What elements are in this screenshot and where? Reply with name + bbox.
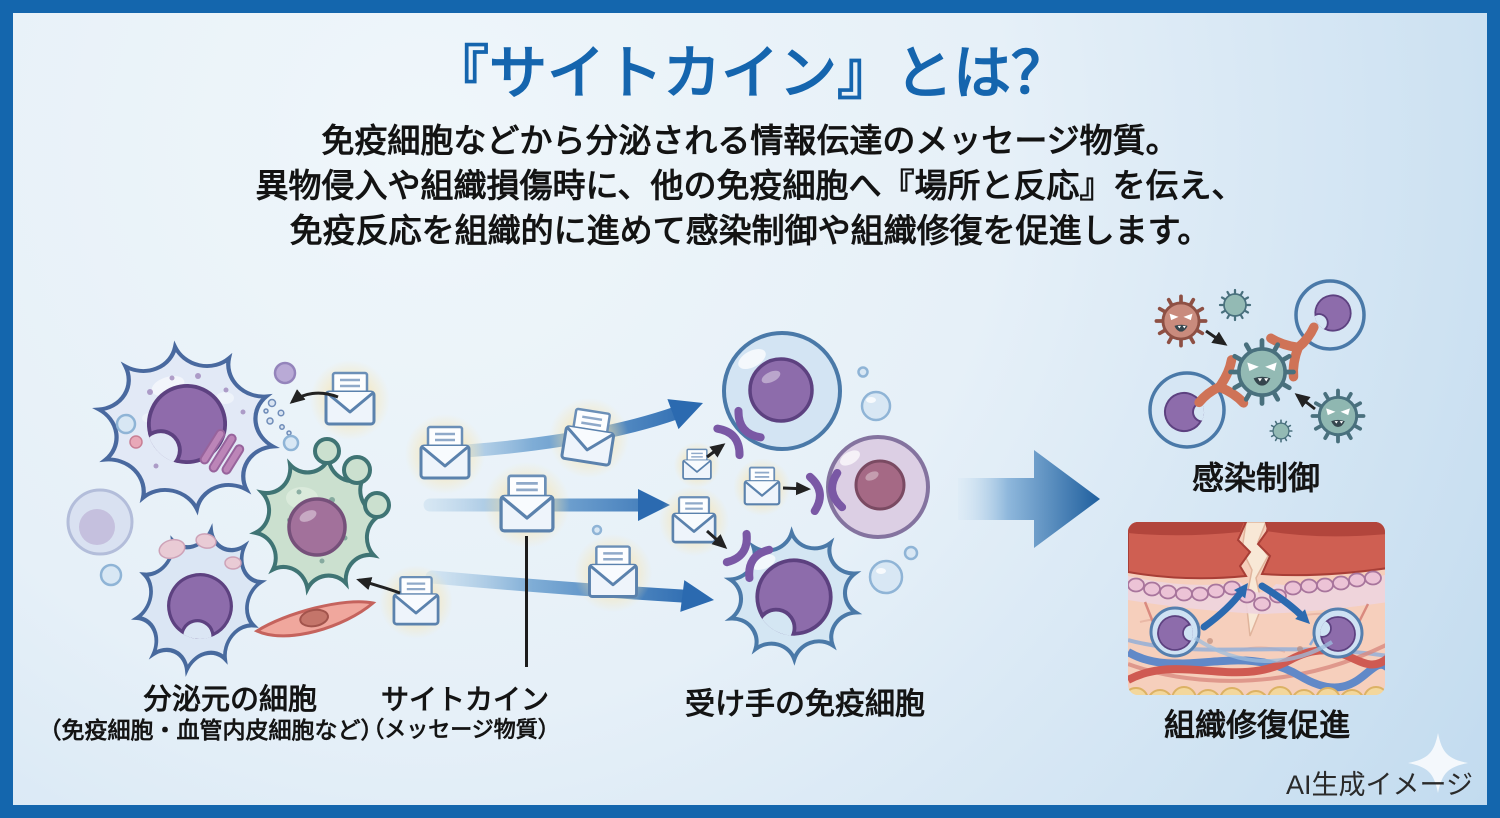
label-tissue-repair: 組織修復促進: [1164, 708, 1350, 743]
envelope-icon: [403, 412, 487, 496]
envelope-icon: [482, 460, 572, 550]
page-title: 『サイトカイン』とは？: [430, 41, 1069, 106]
receiver-cell-middle: [826, 435, 930, 539]
label-cytokine-sub: （メッセージ物質）: [362, 717, 560, 742]
ai-credit: AI生成イメージ: [1286, 770, 1473, 800]
sparkle-icon: [1408, 733, 1468, 793]
label-source-cells-sub: （免疫細胞・血管内皮細胞など）: [38, 717, 384, 743]
virus-icon-small: [1218, 288, 1252, 322]
receiver-cell-bottom: [710, 517, 875, 675]
label-source-cells: 分泌元の細胞: [142, 684, 318, 716]
monocyte-cell: [116, 513, 283, 688]
vesicle-bubble: [273, 361, 297, 385]
virus-icon-red: [1154, 294, 1208, 348]
infection-control-illustration: [1148, 279, 1366, 449]
virus-icon: [1310, 388, 1366, 444]
description-line: 免疫反応を組織的に進めて感染制御や組織修復を促進します。: [289, 212, 1211, 249]
envelope-icon: [572, 532, 654, 614]
envelope-icon: [541, 390, 637, 486]
dendritic-cell: [247, 437, 389, 595]
label-receiver-cells: 受け手の免疫細胞: [685, 688, 925, 721]
receiver-cell-top: [722, 331, 842, 451]
envelope-icon: [672, 440, 722, 490]
label-cytokine: サイトカイン: [380, 684, 550, 715]
description-line: 免疫細胞などから分泌される情報伝達のメッセージ物質。: [321, 122, 1179, 159]
immune-cell: [1148, 371, 1226, 449]
envelope-icon: [308, 358, 392, 442]
description-text: 免疫細胞などから分泌される情報伝達のメッセージ物質。 異物侵入や組織損傷時に、他…: [0, 118, 1500, 253]
pointer-arrows: [289, 329, 1316, 595]
receiver-cells-group: [710, 331, 930, 675]
organelle-rods: [199, 428, 245, 475]
description-line: 異物侵入や組織損傷時に、他の免疫細胞へ『場所と反応』を伝え、: [255, 167, 1245, 204]
virus-icon-tiny: [1269, 419, 1293, 443]
tissue-repair-illustration: [1128, 522, 1385, 695]
secretion-dots: [263, 398, 292, 436]
source-cells-group: [66, 334, 389, 688]
endothelial-cell: [253, 600, 377, 638]
envelope-icon: [377, 563, 455, 641]
envelope-icon: [657, 484, 731, 558]
big-result-arrow: [958, 450, 1100, 548]
envelope-icon: [732, 457, 792, 517]
label-infection-control: 感染制御: [1191, 460, 1321, 496]
